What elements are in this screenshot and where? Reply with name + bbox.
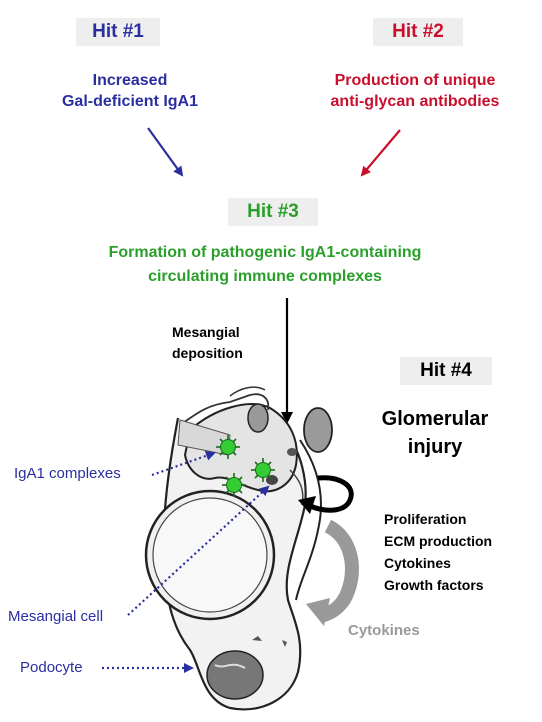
hit4-title-line1: Glomerular <box>381 408 489 430</box>
hit1-line1: Increased <box>92 72 168 89</box>
black-curved-arrow <box>309 475 354 513</box>
hit4-title: Glomerular injury <box>360 405 510 461</box>
hit3-label: Hit #3 <box>228 198 318 226</box>
podocyte-label: Podocyte <box>20 659 83 676</box>
effects-list: Proliferation ECM production Cytokines G… <box>384 508 492 596</box>
hit2-arrow <box>360 129 401 177</box>
iga1-complexes-label: IgA1 complexes <box>14 465 121 482</box>
mesangial-deposition-line1: Mesangial <box>172 324 240 340</box>
hit2-line2: anti-glycan antibodies <box>330 93 500 110</box>
hit2-line1: Production of unique <box>334 72 496 89</box>
hit1-description: Increased Gal-deficient IgA1 <box>50 70 210 112</box>
gray-curved-arrow <box>318 519 359 623</box>
iga1-complex-markers <box>216 435 275 497</box>
mesangial-cell-pointer <box>127 485 270 616</box>
hit3-line2: circulating immune complexes <box>148 268 382 285</box>
cytokines-label: Cytokines <box>348 622 420 639</box>
hit3-description: Formation of pathogenic IgA1-containing … <box>30 241 500 289</box>
effect-item: Proliferation <box>384 511 467 527</box>
hit4-title-line2: injury <box>407 436 463 458</box>
hit4-label: Hit #4 <box>400 357 492 385</box>
effect-item: Cytokines <box>384 555 451 571</box>
hit1-line2: Gal-deficient IgA1 <box>61 93 199 110</box>
hit1-label: Hit #1 <box>76 18 160 46</box>
effect-item: Growth factors <box>384 577 484 593</box>
hit2-label: Hit #2 <box>373 18 463 46</box>
mesangial-deposition-label: Mesangial deposition <box>172 322 243 364</box>
effect-item: ECM production <box>384 533 493 549</box>
hit3-line1: Formation of pathogenic IgA1-containing <box>108 244 422 261</box>
podocyte-nucleus <box>206 650 264 700</box>
mesangial-deposition-line2: deposition <box>172 345 243 361</box>
hit1-arrow <box>147 127 184 177</box>
iga1-complexes-pointer <box>151 450 216 477</box>
hit2-description: Production of unique anti-glycan antibod… <box>305 70 525 112</box>
mesangial-cell-label: Mesangial cell <box>8 608 104 625</box>
glomerulus-illustration <box>144 386 333 711</box>
